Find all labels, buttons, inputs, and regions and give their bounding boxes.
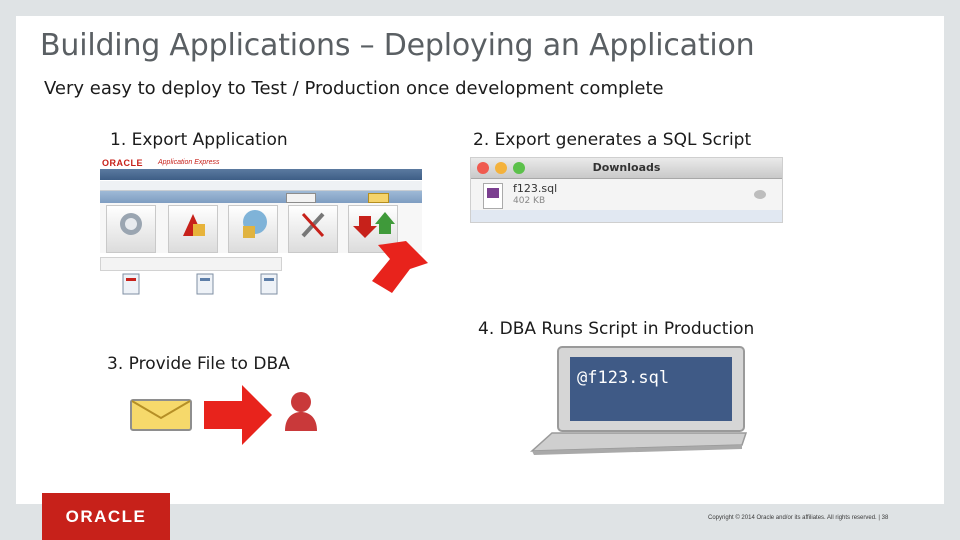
apex-edit-properties-button [286,193,317,203]
apex-run-application-tile [106,205,156,253]
apex-export-import-tile [348,205,398,253]
download-file-size: 402 KB [513,196,546,206]
apex-utilities-tile [288,205,338,253]
sql-file-icon [483,183,503,209]
step-4-label: 4. DBA Runs Script in Production [478,319,755,339]
apex-page-icon-3 [256,272,282,300]
downloads-title: Downloads [592,161,661,174]
apex-nav-bar [100,169,422,180]
apex-header: ORACLE Application Express [100,157,422,169]
zoom-dot-icon [513,162,525,174]
red-arrow-icon [204,385,272,450]
laptop-icon [528,345,748,462]
sql-command-text: @f123.sql [577,368,670,388]
downloads-titlebar [471,158,782,179]
downloads-empty-row [471,210,782,222]
apex-supporting-objects-tile [168,205,218,253]
step-3-label: 3. Provide File to DBA [107,354,290,374]
close-dot-icon [477,162,489,174]
apex-panel-header [100,191,422,203]
envelope-icon [130,399,192,436]
download-file-name: f123.sql [513,182,558,195]
red-arrow-icon [366,241,430,298]
apex-brand: ORACLE [102,158,143,168]
apex-page-icon-1 [118,272,144,300]
apex-breadcrumb-bar [100,181,422,191]
reveal-magnifier-icon [754,190,766,199]
oracle-logo-text: ORACLE [65,507,147,526]
apex-search-row [100,257,282,271]
apex-create-page-button [368,193,389,203]
apex-shared-components-tile [228,205,278,253]
apex-export-screenshot: ORACLE Application Express [100,157,422,303]
person-icon [283,391,319,438]
oracle-logo: ORACLE [42,493,170,540]
downloads-window: Downloads f123.sql 402 KB [470,157,783,223]
slide-subtitle: Very easy to deploy to Test / Production… [44,78,664,99]
copyright-text: Copyright © 2014 Oracle and/or its affil… [708,515,889,521]
apex-product: Application Express [158,159,220,166]
minimize-dot-icon [495,162,507,174]
step-2-label: 2. Export generates a SQL Script [473,130,752,150]
apex-page-icon-2 [192,272,218,300]
slide-title: Building Applications – Deploying an App… [40,28,755,63]
download-row [471,179,782,210]
step-1-label: 1. Export Application [110,130,288,150]
